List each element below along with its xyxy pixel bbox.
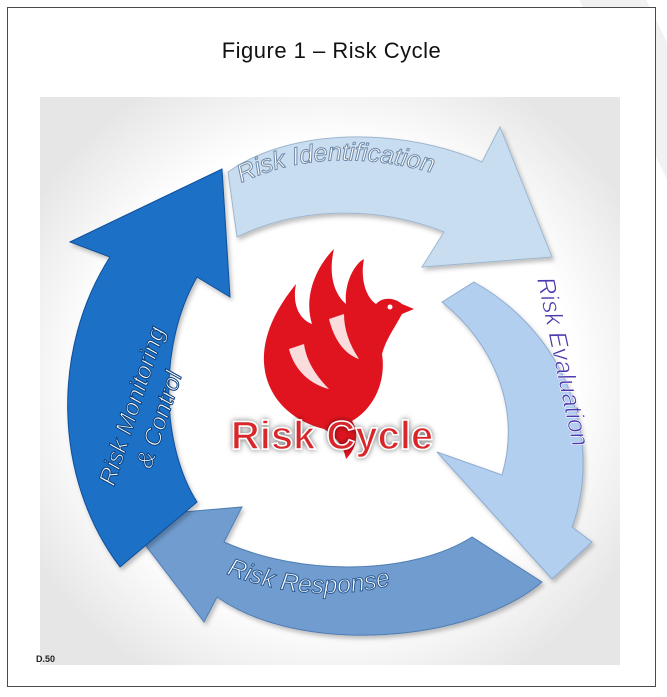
arrow-risk-evaluation [436,281,593,580]
arrow-risk-response [123,506,543,636]
center-label: Risk Cycle [231,414,433,458]
arrow-risk-identification [227,125,553,268]
risk-cycle-diagram: Risk Identification Risk Evaluation Risk… [32,97,632,665]
arrow-risk-monitoring-control [67,168,231,568]
cycle-svg: Risk Identification Risk Evaluation Risk… [40,97,620,665]
figure-title: Figure 1 – Risk Cycle [221,38,442,63]
phoenix-icon [263,249,414,459]
figure-code: D.50 [36,654,56,664]
